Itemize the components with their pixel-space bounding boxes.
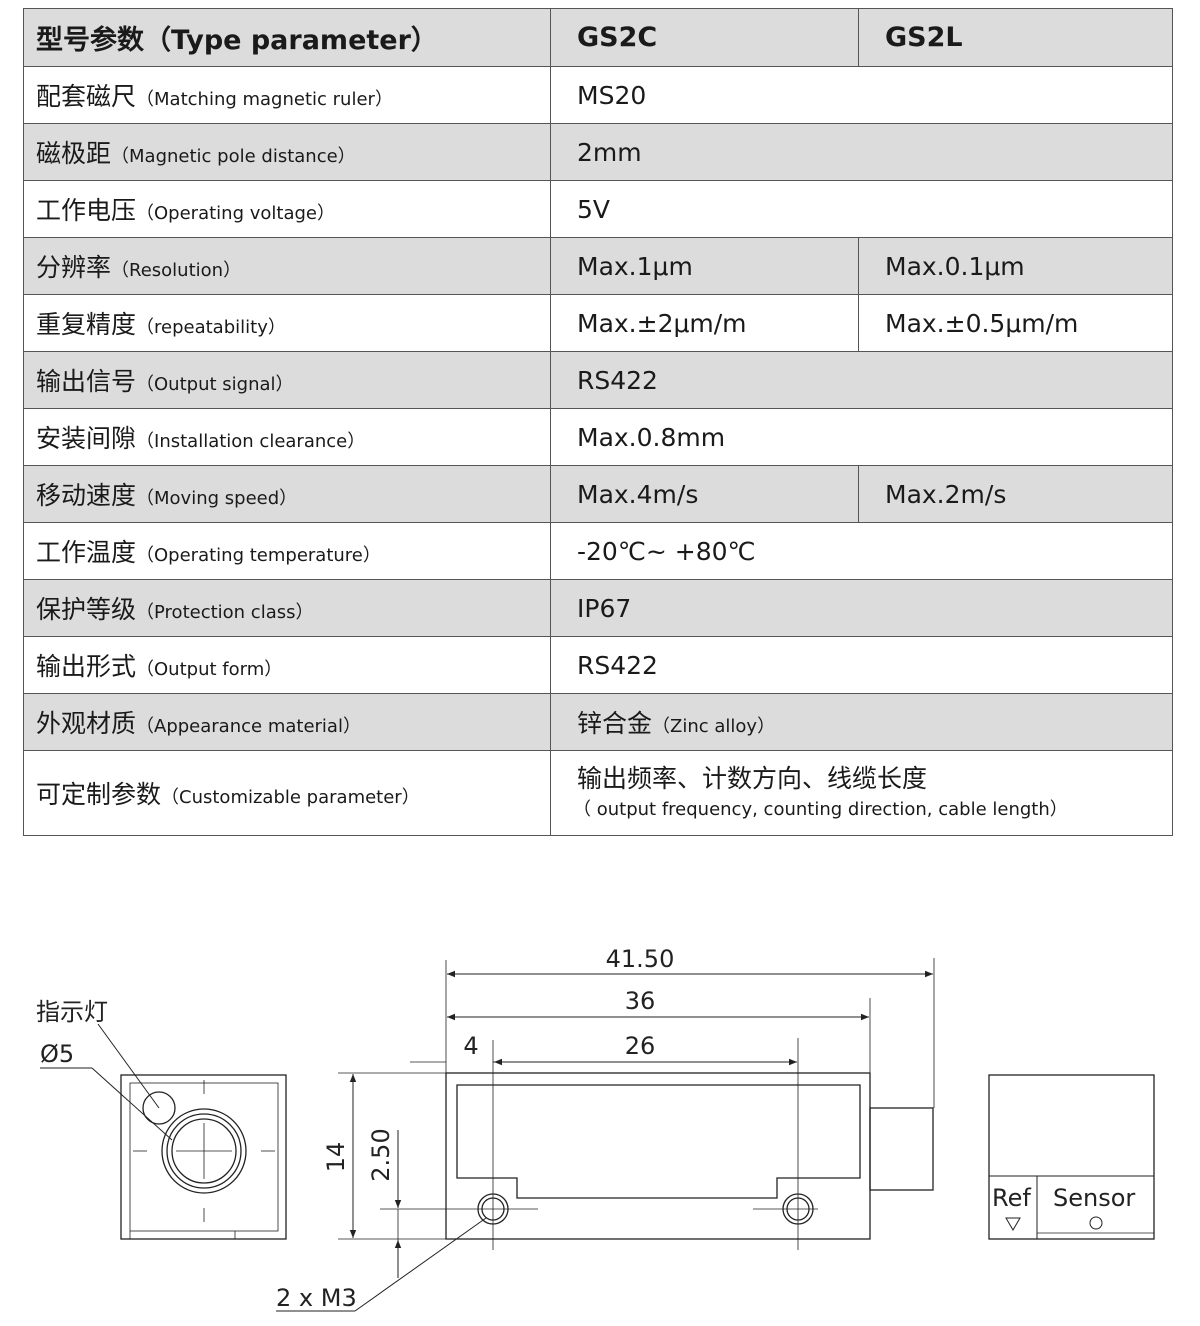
param-value-en: Zinc alloy — [670, 716, 758, 737]
header-label: 型号参数（Type parameter） — [23, 8, 551, 67]
table-row: 重复精度（repeatability） Max.±2μm/m Max.±0.5μ… — [23, 294, 1173, 352]
param-value: 锌合金 — [577, 709, 653, 738]
param-value-en: output frequency, counting direction, ca… — [596, 799, 1050, 820]
header-gs2c: GS2C — [550, 8, 859, 67]
param-cn: 输出形式 — [36, 652, 137, 681]
param-cn: 配套磁尺 — [36, 82, 137, 111]
param-value: -20℃~ +80℃ — [550, 522, 1173, 580]
table-row: 工作温度（Operating temperature） -20℃~ +80℃ — [23, 522, 1173, 580]
dim-hole-spacing: 26 — [625, 1032, 656, 1060]
table-row: 工作电压（Operating voltage） 5V — [23, 180, 1173, 238]
param-cn: 可定制参数 — [36, 780, 162, 809]
param-value: IP67 — [550, 579, 1173, 637]
spec-table: 型号参数（Type parameter） GS2C GS2L 配套磁尺（Matc… — [23, 8, 1173, 836]
table-row: 输出信号（Output signal） RS422 — [23, 351, 1173, 409]
table-row: 配套磁尺（Matching magnetic ruler） MS20 — [23, 66, 1173, 124]
param-en: Resolution — [129, 260, 224, 281]
param-cn: 移动速度 — [36, 481, 137, 510]
param-value-gs2c: Max.1μm — [550, 237, 859, 295]
dim-body: 36 — [625, 987, 656, 1015]
param-value-gs2c: Max.±2μm/m — [550, 294, 859, 352]
table-row: 输出形式（Output form） RS422 — [23, 636, 1173, 694]
param-en: Operating voltage — [154, 203, 317, 224]
ref-triangle-icon — [1005, 1217, 1021, 1231]
param-cn: 磁极距 — [36, 139, 112, 168]
table-row: 磁极距（Magnetic pole distance） 2mm — [23, 123, 1173, 181]
param-en: Installation clearance — [154, 431, 348, 452]
param-value: 输出频率、计数方向、线缆长度 — [577, 764, 928, 793]
table-row: 保护等级（Protection class） IP67 — [23, 579, 1173, 637]
screw-label: 2 x M3 — [276, 1284, 357, 1312]
indicator-label: 指示灯 — [36, 998, 108, 1026]
param-value-gs2c: Max.4m/s — [550, 465, 859, 523]
dim-height: 14 — [322, 1142, 350, 1173]
param-value: RS422 — [550, 351, 1173, 409]
param-en: Protection class — [154, 602, 296, 623]
front-view — [276, 958, 935, 1312]
param-value: 2mm — [550, 123, 1173, 181]
param-cn: 外观材质 — [36, 709, 137, 738]
param-cn: 保护等级 — [36, 595, 137, 624]
param-cn: 分辨率 — [36, 253, 112, 282]
right-view — [988, 1074, 1155, 1240]
table-row: 分辨率（Resolution） Max.1μm Max.0.1μm — [23, 237, 1173, 295]
table-row: 可定制参数（Customizable parameter） 输出频率、计数方向、… — [23, 750, 1173, 836]
param-cn: 工作温度 — [36, 538, 137, 567]
param-en: Magnetic pole distance — [129, 146, 338, 167]
param-value: RS422 — [550, 636, 1173, 694]
param-en: Output form — [154, 659, 265, 680]
param-value: 5V — [550, 180, 1173, 238]
ref-label: Ref — [992, 1184, 1031, 1212]
dim-offset: 4 — [463, 1032, 478, 1060]
param-en: Matching magnetic ruler — [154, 89, 375, 110]
param-en: Operating temperature — [154, 545, 363, 566]
dim-overall: 41.50 — [606, 945, 675, 973]
sensor-circle-icon — [1089, 1216, 1103, 1230]
table-header-row: 型号参数（Type parameter） GS2C GS2L — [23, 8, 1173, 67]
sensor-label: Sensor — [1053, 1184, 1135, 1212]
dim-hole-height: 2.50 — [367, 1128, 395, 1181]
param-value-gs2l: Max.0.1μm — [858, 237, 1173, 295]
param-en: Moving speed — [154, 488, 280, 509]
param-en: repeatability — [154, 317, 268, 338]
param-value: MS20 — [550, 66, 1173, 124]
param-en: Appearance material — [154, 716, 343, 737]
param-en: Customizable parameter — [179, 787, 402, 808]
param-cn: 安装间隙 — [36, 424, 137, 453]
left-view — [40, 1023, 287, 1240]
table-row: 移动速度（Moving speed） Max.4m/s Max.2m/s — [23, 465, 1173, 523]
param-value-gs2l: Max.2m/s — [858, 465, 1173, 523]
diameter-label: Ø5 — [40, 1040, 74, 1068]
param-cn: 输出信号 — [36, 367, 137, 396]
param-en: Output signal — [154, 374, 276, 395]
param-value: Max.0.8mm — [550, 408, 1173, 466]
param-cn: 工作电压 — [36, 196, 137, 225]
param-cn: 重复精度 — [36, 310, 137, 339]
table-row: 外观材质（Appearance material） 锌合金（Zinc alloy… — [23, 693, 1173, 751]
indicator-light-icon — [142, 1091, 176, 1125]
